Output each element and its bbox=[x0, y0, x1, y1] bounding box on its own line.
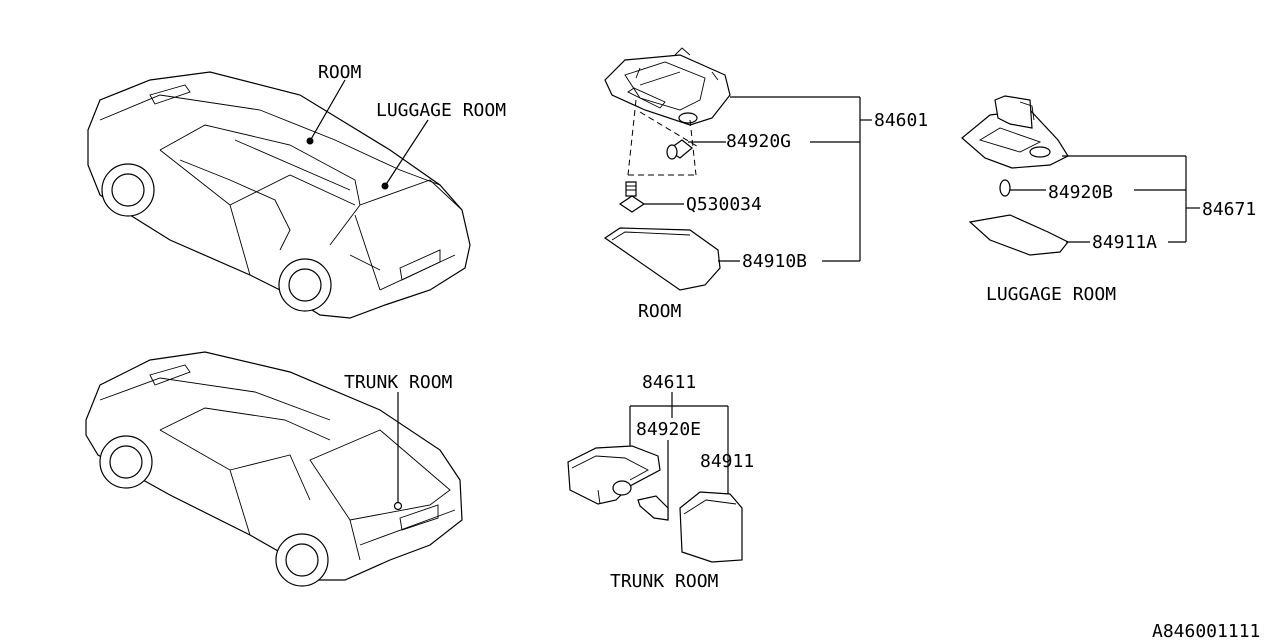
room-caption: ROOM bbox=[638, 301, 682, 322]
bulb-84920e-icon bbox=[637, 495, 669, 521]
part-number-q530034: Q530034 bbox=[686, 194, 762, 215]
bulb-84920g-icon bbox=[666, 139, 693, 160]
bulb-84920b-icon bbox=[999, 179, 1011, 197]
lens-84911a-icon bbox=[968, 214, 1069, 256]
part-number-84911: 84911 bbox=[700, 451, 754, 472]
sedan-car-illustration bbox=[85, 351, 463, 587]
luggage-room-label: LUGGAGE ROOM bbox=[376, 100, 506, 121]
diagram-code: A846001111 bbox=[1152, 621, 1260, 640]
lens-84910b-icon bbox=[603, 227, 721, 291]
wagon-car-illustration bbox=[87, 71, 471, 319]
part-number-84920g: 84920G bbox=[726, 131, 791, 152]
trunk-room-caption: TRUNK ROOM bbox=[610, 571, 719, 592]
part-number-84611: 84611 bbox=[642, 372, 696, 393]
room-label: ROOM bbox=[318, 62, 362, 83]
part-number-84911a: 84911A bbox=[1092, 232, 1157, 253]
part-number-84920e: 84920E bbox=[636, 419, 701, 440]
luggage-lamp-assembly bbox=[961, 95, 1069, 169]
part-number-84920b: 84920B bbox=[1048, 182, 1113, 203]
part-number-84910b: 84910B bbox=[742, 251, 807, 272]
screw-q530034-icon bbox=[618, 181, 646, 213]
part-number-84671: 84671 bbox=[1202, 199, 1256, 220]
luggage-room-caption: LUGGAGE ROOM bbox=[986, 284, 1116, 305]
room-lamp-assembly bbox=[604, 47, 731, 126]
part-number-84601: 84601 bbox=[874, 110, 928, 131]
trunk-room-label: TRUNK ROOM bbox=[344, 372, 453, 393]
lens-84911-icon bbox=[679, 491, 743, 563]
trunk-lamp-socket bbox=[567, 445, 661, 505]
